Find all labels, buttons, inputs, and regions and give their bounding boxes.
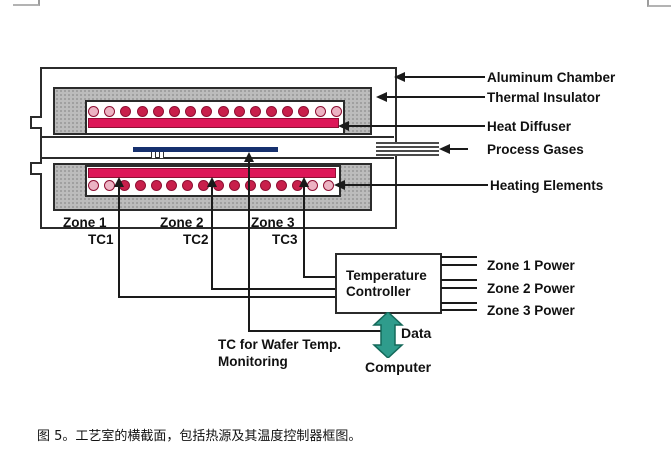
tc2-controller-line bbox=[211, 288, 336, 290]
leader-line bbox=[387, 96, 485, 98]
heating-element bbox=[249, 105, 261, 117]
heating-element bbox=[201, 105, 213, 117]
arrow-up-icon bbox=[299, 177, 309, 187]
leader-line bbox=[345, 184, 488, 186]
data-label: Data bbox=[401, 325, 432, 341]
heating-element bbox=[134, 179, 146, 191]
computer-label: Computer bbox=[365, 359, 432, 375]
data-arrow-icon bbox=[372, 312, 404, 358]
arrow-left-icon bbox=[334, 180, 345, 190]
legend-label-thermal-insulator: Thermal Insulator bbox=[487, 90, 601, 105]
wafer-support bbox=[151, 151, 156, 159]
leader-line bbox=[450, 148, 468, 150]
arrow-up-icon bbox=[114, 177, 124, 187]
heating-element bbox=[103, 179, 115, 191]
power-line bbox=[441, 256, 477, 258]
wafer-tc-label-line1: TC for Wafer Temp. bbox=[218, 337, 342, 352]
chamber-liner-line-top bbox=[42, 136, 394, 138]
tc1-probe-line bbox=[118, 186, 120, 298]
heating-element bbox=[136, 105, 148, 117]
tc1-controller-line bbox=[118, 296, 336, 298]
arrow-left-icon bbox=[439, 144, 450, 154]
heating-element bbox=[275, 179, 287, 191]
wafer-tc-data-line bbox=[248, 330, 382, 332]
zone-1-label: Zone 1 bbox=[63, 215, 107, 230]
heating-element bbox=[322, 179, 334, 191]
arrow-left-icon bbox=[394, 72, 405, 82]
figure-caption: 图 5。工艺室的横截面，包括热源及其温度控制器框图。 bbox=[37, 429, 362, 444]
power-line bbox=[441, 309, 477, 311]
heating-element bbox=[217, 105, 229, 117]
legend-label-aluminum-chamber: Aluminum Chamber bbox=[487, 70, 616, 85]
arrow-left-icon bbox=[376, 92, 387, 102]
heating-element bbox=[168, 105, 180, 117]
power-line bbox=[441, 279, 477, 281]
heating-element bbox=[314, 105, 326, 117]
cropped-frame-corner-right bbox=[647, 0, 671, 7]
tc3-controller-line bbox=[303, 276, 336, 278]
heating-element bbox=[185, 105, 197, 117]
power-line bbox=[441, 302, 477, 304]
gas-port-left-bottom bbox=[30, 162, 42, 175]
wafer-tc-probe-line bbox=[248, 161, 250, 332]
legend-label-heating-elements: Heating Elements bbox=[490, 178, 604, 193]
heating-element bbox=[244, 179, 256, 191]
cropped-frame-corner-left bbox=[13, 0, 40, 6]
power-line bbox=[441, 264, 477, 266]
heating-element bbox=[166, 179, 178, 191]
zone-3-label: Zone 3 bbox=[251, 215, 295, 230]
heating-element bbox=[260, 179, 272, 191]
wafer bbox=[133, 147, 278, 152]
heating-element bbox=[88, 179, 99, 191]
heating-element bbox=[150, 179, 162, 191]
zone-3-power-label: Zone 3 Power bbox=[487, 303, 575, 318]
heating-element bbox=[233, 105, 245, 117]
chamber-liner-line-bottom bbox=[42, 157, 394, 159]
controller-label-line2: Controller bbox=[346, 284, 411, 299]
heating-elements-row-bottom bbox=[88, 179, 334, 191]
tc2-label: TC2 bbox=[183, 232, 209, 247]
zone-1-power-label: Zone 1 Power bbox=[487, 258, 575, 273]
gas-port-left-top bbox=[30, 116, 42, 129]
arrow-up-icon bbox=[244, 152, 254, 162]
heating-element bbox=[120, 105, 132, 117]
heating-element bbox=[181, 179, 193, 191]
heating-element bbox=[104, 105, 116, 117]
tc1-label: TC1 bbox=[88, 232, 114, 247]
heating-element bbox=[266, 105, 278, 117]
arrow-up-icon bbox=[207, 177, 217, 187]
leader-line bbox=[405, 76, 485, 78]
wafer-support bbox=[159, 151, 164, 159]
gas-inlet-pipe bbox=[376, 146, 439, 148]
tc2-probe-line bbox=[211, 186, 213, 290]
heating-element bbox=[228, 179, 240, 191]
heating-element bbox=[88, 105, 99, 117]
tc3-label: TC3 bbox=[272, 232, 298, 247]
gas-inlet-pipe bbox=[376, 150, 439, 152]
gas-inlet-opening bbox=[376, 142, 439, 156]
leader-line bbox=[349, 125, 485, 127]
heating-elements-row-top bbox=[88, 105, 342, 117]
heat-diffuser-top bbox=[88, 118, 339, 128]
heating-element bbox=[298, 105, 310, 117]
tc3-probe-line bbox=[303, 186, 305, 278]
controller-label-line1: Temperature bbox=[346, 268, 427, 283]
temperature-controller-box: Temperature Controller bbox=[335, 253, 442, 314]
heating-element bbox=[330, 105, 342, 117]
arrow-left-icon bbox=[338, 121, 349, 131]
zone-2-power-label: Zone 2 Power bbox=[487, 281, 575, 296]
legend-label-process-gases: Process Gases bbox=[487, 142, 584, 157]
wafer-tc-label-line2: Monitoring bbox=[218, 354, 288, 369]
gas-inlet-pipe bbox=[376, 154, 439, 156]
zone-2-label: Zone 2 bbox=[160, 215, 204, 230]
power-line bbox=[441, 287, 477, 289]
legend-label-heat-diffuser: Heat Diffuser bbox=[487, 119, 572, 134]
gas-inlet-pipe bbox=[376, 142, 439, 144]
heating-element bbox=[282, 105, 294, 117]
heating-element bbox=[152, 105, 164, 117]
